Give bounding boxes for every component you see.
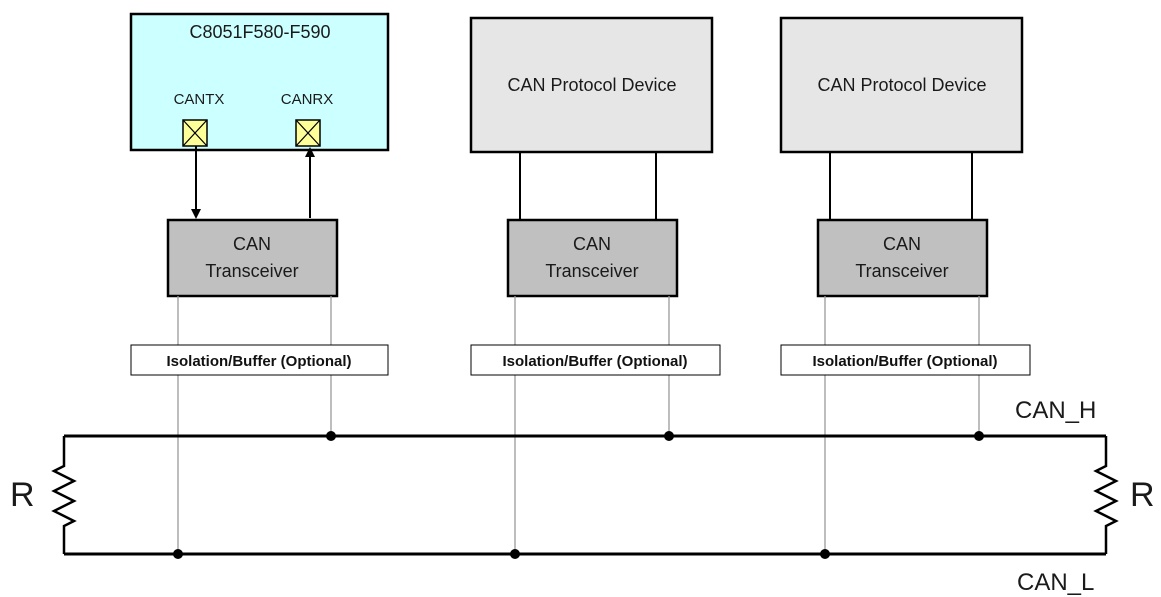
transceiver-line2: Transceiver <box>205 261 298 281</box>
can-transceiver-1: CAN Transceiver <box>166 218 339 298</box>
bus-junction-dots <box>173 431 984 559</box>
isolation-box <box>470 344 721 376</box>
isolation-box <box>780 344 1031 376</box>
can-h-label: CAN_H <box>1015 397 1096 424</box>
device-box <box>469 16 714 154</box>
mcu-box <box>129 12 390 152</box>
isolation-label: Isolation/Buffer (Optional) <box>167 353 352 370</box>
transceiver-line2: Transceiver <box>545 261 638 281</box>
device-title: CAN Protocol Device <box>817 75 986 95</box>
bus-drop-lines <box>177 296 980 554</box>
isolation-buffer-1: Isolation/Buffer (Optional) <box>130 344 389 376</box>
canrx-pad-icon <box>295 119 321 147</box>
canrx-pin-label-rx: CANRX <box>281 91 334 108</box>
transceiver-box <box>166 218 339 298</box>
resistor-left-label: R <box>10 476 35 514</box>
can-protocol-device-1: CAN Protocol Device <box>469 16 714 154</box>
mcu-title: C8051F580-F590 <box>189 22 330 42</box>
device-title: CAN Protocol Device <box>507 75 676 95</box>
transceiver-line1: CAN <box>233 234 271 254</box>
isolation-label: Isolation/Buffer (Optional) <box>813 353 998 370</box>
transceiver-box <box>816 218 989 298</box>
can-l-label: CAN_L <box>1017 569 1094 596</box>
canrx-pin-label: CANTX <box>174 91 225 108</box>
cantx-pad-icon <box>182 119 208 147</box>
termination-resistor-right-icon <box>1093 436 1119 554</box>
termination-resistor-left-icon <box>51 436 77 554</box>
device-box <box>779 16 1024 154</box>
isolation-box <box>130 344 389 376</box>
isolation-buffer-2: Isolation/Buffer (Optional) <box>470 344 721 376</box>
transceiver-line1: CAN <box>573 234 611 254</box>
transceiver-box <box>506 218 679 298</box>
resistor-right-label: R <box>1130 476 1155 514</box>
can-bus: CAN_H CAN_L R R <box>10 397 1155 596</box>
transceiver-line1: CAN <box>883 234 921 254</box>
can-protocol-device-2: CAN Protocol Device <box>779 16 1024 154</box>
mcu-block: C8051F580-F590 CANTX CANRX <box>129 12 390 152</box>
isolation-buffer-3: Isolation/Buffer (Optional) <box>780 344 1031 376</box>
can-transceiver-3: CAN Transceiver <box>816 218 989 298</box>
isolation-label: Isolation/Buffer (Optional) <box>503 353 688 370</box>
transceiver-line2: Transceiver <box>855 261 948 281</box>
can-transceiver-2: CAN Transceiver <box>506 218 679 298</box>
